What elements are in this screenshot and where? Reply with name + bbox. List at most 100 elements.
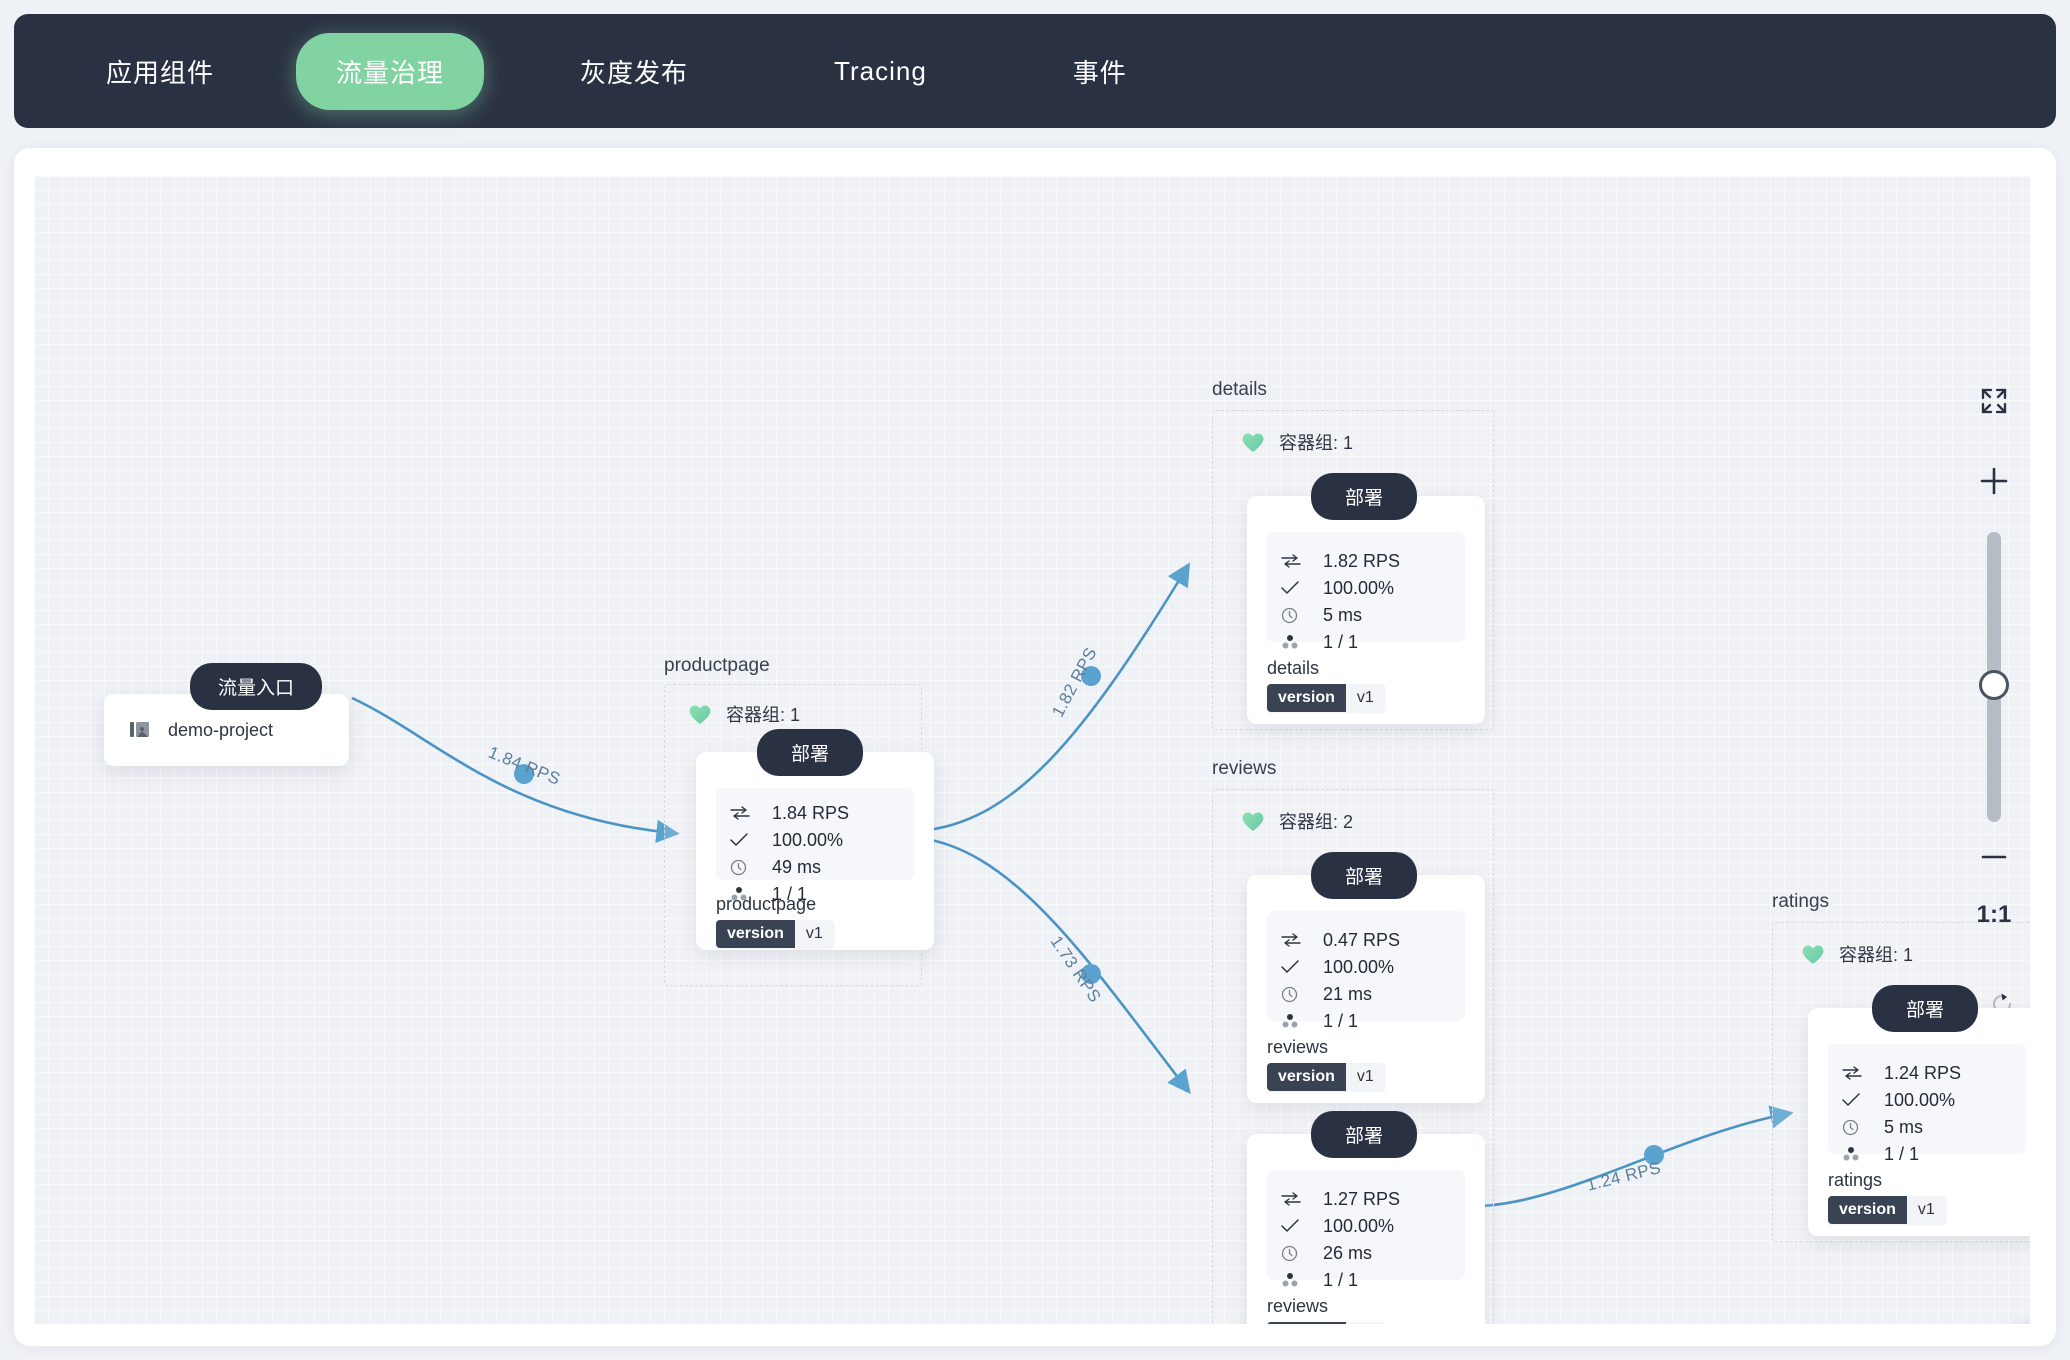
edge-productpage-reviews bbox=[917, 836, 1191, 1095]
pods-icon bbox=[730, 886, 760, 902]
node-name-ratings: ratings bbox=[1828, 1170, 1883, 1190]
clock-icon bbox=[730, 859, 760, 876]
node-reviews-v1[interactable]: 0.47 RPS 100.00% 21 ms bbox=[1247, 875, 1485, 1103]
metric-success-value: 100.00% bbox=[1884, 1089, 1956, 1110]
tab-app-components[interactable]: 应用组件 bbox=[106, 57, 215, 88]
metric-latency-value: 5 ms bbox=[1884, 1116, 1924, 1137]
version-tag-reviews-v2: version v2 bbox=[1267, 1322, 1385, 1324]
group-title-details: details bbox=[1212, 379, 1267, 400]
metric-instances-value: 1 / 1 bbox=[1323, 1269, 1359, 1290]
edge-productpage-details bbox=[917, 562, 1191, 833]
edge-layer bbox=[351, 562, 1794, 1208]
version-tag-productpage: version v1 bbox=[716, 920, 834, 948]
tab-traffic-governance[interactable]: 流量治理 bbox=[296, 32, 485, 110]
metric-latency: 21 ms bbox=[1281, 981, 1465, 1007]
tab-tracing[interactable]: Tracing bbox=[834, 55, 927, 86]
metric-success: 100.00% bbox=[1281, 575, 1465, 601]
metric-latency: 26 ms bbox=[1281, 1240, 1465, 1266]
version-tag-key: version bbox=[1267, 684, 1346, 712]
group-title-ratings: ratings bbox=[1772, 891, 1830, 912]
metric-instances: 1 / 1 bbox=[1281, 1267, 1465, 1293]
node-productpage-v1[interactable]: 1.84 RPS 100.00% 49 ms bbox=[696, 752, 934, 950]
heart-icon bbox=[1242, 812, 1264, 831]
exchange-icon bbox=[1842, 1066, 1872, 1080]
entry-badge: 流量入口 bbox=[190, 663, 323, 710]
zoom-in-button[interactable] bbox=[1978, 465, 2010, 502]
metric-success-value: 100.00% bbox=[1323, 577, 1395, 598]
metric-latency-value: 5 ms bbox=[1323, 604, 1363, 625]
node-name-productpage: productpage bbox=[716, 894, 817, 914]
version-tag-value: v1 bbox=[1345, 1063, 1385, 1091]
pods-row-ratings: 容器组: 1 bbox=[1800, 941, 1913, 967]
metric-rps-value: 1.84 RPS bbox=[772, 802, 850, 823]
deploy-badge-productpage[interactable]: 部署 bbox=[757, 729, 864, 776]
metrics-reviews-v2: 1.27 RPS 100.00% 26 ms bbox=[1267, 1170, 1465, 1290]
metrics-details-v1: 1.82 RPS 100.00% 5 ms bbox=[1267, 532, 1465, 652]
edge-dot-productpage-details bbox=[1081, 666, 1101, 686]
zoom-ratio-label[interactable]: 1:1 bbox=[1976, 901, 2012, 928]
version-tag-ratings: version v1 bbox=[1828, 1196, 1946, 1224]
pods-row-productpage: 容器组: 1 bbox=[687, 701, 800, 727]
version-tag-key: version bbox=[1828, 1196, 1907, 1224]
pods-row-reviews: 容器组: 2 bbox=[1240, 808, 1353, 834]
zoom-out-button[interactable] bbox=[1978, 850, 2010, 869]
node-reviews-v2[interactable]: 1.27 RPS 100.00% 26 ms bbox=[1247, 1134, 1485, 1324]
metric-instances-value: 1 / 1 bbox=[1884, 1143, 1920, 1164]
metric-success: 100.00% bbox=[1842, 1087, 2026, 1113]
edge-dot-productpage-reviews bbox=[1081, 964, 1101, 984]
metric-instances-value: 1 / 1 bbox=[1323, 631, 1359, 652]
tab-gray-release[interactable]: 灰度发布 bbox=[580, 57, 689, 88]
metrics-ratings-v1: 1.24 RPS 100.00% 5 ms bbox=[1828, 1044, 2026, 1164]
metric-latency-value: 21 ms bbox=[1323, 983, 1373, 1004]
zoom-controls: 1:1 bbox=[1964, 386, 2024, 929]
tab-events[interactable]: 事件 bbox=[1072, 57, 1127, 88]
metric-latency: 5 ms bbox=[1281, 602, 1465, 628]
exchange-icon bbox=[1281, 1192, 1311, 1206]
metric-rps: 0.47 RPS bbox=[1281, 927, 1465, 953]
metric-success: 100.00% bbox=[1281, 954, 1465, 980]
zoom-slider-thumb[interactable] bbox=[1979, 670, 2009, 700]
deploy-badge-details[interactable]: 部署 bbox=[1311, 473, 1418, 520]
edge-reviews-ratings bbox=[1477, 1105, 1794, 1208]
version-tag-value: v1 bbox=[1906, 1196, 1946, 1224]
pods-icon bbox=[1281, 634, 1311, 650]
version-tag-value: v1 bbox=[794, 920, 834, 948]
group-title-productpage: productpage bbox=[664, 655, 770, 676]
content-panel: 1.84 RPS 1.82 RPS 1.73 RPS 1.24 RPS 流量入口… bbox=[14, 148, 2056, 1346]
metric-latency-value: 26 ms bbox=[1323, 1242, 1373, 1263]
zoom-slider-track[interactable] bbox=[1979, 532, 2009, 822]
node-ratings-v1[interactable]: 1.24 RPS 100.00% 5 ms bbox=[1808, 1008, 2030, 1236]
deploy-badge-reviews-v2[interactable]: 部署 bbox=[1311, 1111, 1418, 1158]
metric-success-value: 100.00% bbox=[1323, 1215, 1395, 1236]
metric-rps: 1.84 RPS bbox=[730, 800, 914, 826]
pods-icon bbox=[1281, 1272, 1311, 1288]
metric-success: 100.00% bbox=[730, 827, 914, 853]
pods-row-details: 容器组: 1 bbox=[1240, 429, 1353, 455]
metric-success-value: 100.00% bbox=[1323, 956, 1395, 977]
exchange-icon bbox=[1281, 933, 1311, 947]
metric-instances-value: 1 / 1 bbox=[1323, 1010, 1359, 1031]
topology-canvas[interactable]: 1.84 RPS 1.82 RPS 1.73 RPS 1.24 RPS 流量入口… bbox=[34, 176, 2030, 1324]
metric-rps-value: 1.27 RPS bbox=[1323, 1188, 1401, 1209]
metric-latency-value: 49 ms bbox=[772, 856, 822, 877]
node-name-details: details bbox=[1267, 658, 1320, 678]
metric-rps-value: 0.47 RPS bbox=[1323, 929, 1401, 950]
deploy-badge-reviews-v1[interactable]: 部署 bbox=[1311, 852, 1418, 899]
metric-rps-value: 1.24 RPS bbox=[1884, 1062, 1962, 1083]
metrics-productpage-v1: 1.84 RPS 100.00% 49 ms bbox=[716, 788, 914, 904]
expand-icon[interactable] bbox=[1979, 386, 2009, 421]
metric-instances-value: 1 / 1 bbox=[772, 883, 808, 904]
metric-instances: 1 / 1 bbox=[1281, 629, 1465, 655]
clock-icon bbox=[1281, 986, 1311, 1003]
metric-rps: 1.82 RPS bbox=[1281, 548, 1465, 574]
check-icon bbox=[730, 833, 760, 847]
check-icon bbox=[1281, 1219, 1311, 1233]
project-icon bbox=[130, 722, 149, 737]
heart-icon bbox=[1802, 945, 1824, 964]
node-details-v1[interactable]: 1.82 RPS 100.00% 5 ms bbox=[1247, 496, 1485, 724]
deploy-badge-ratings[interactable]: 部署 bbox=[1872, 985, 1979, 1032]
top-navbar: 应用组件 流量治理 灰度发布 Tracing 事件 bbox=[14, 14, 2056, 128]
metric-success: 100.00% bbox=[1281, 1213, 1465, 1239]
metric-rps: 1.24 RPS bbox=[1842, 1060, 2026, 1086]
metric-instances: 1 / 1 bbox=[1842, 1141, 2026, 1167]
